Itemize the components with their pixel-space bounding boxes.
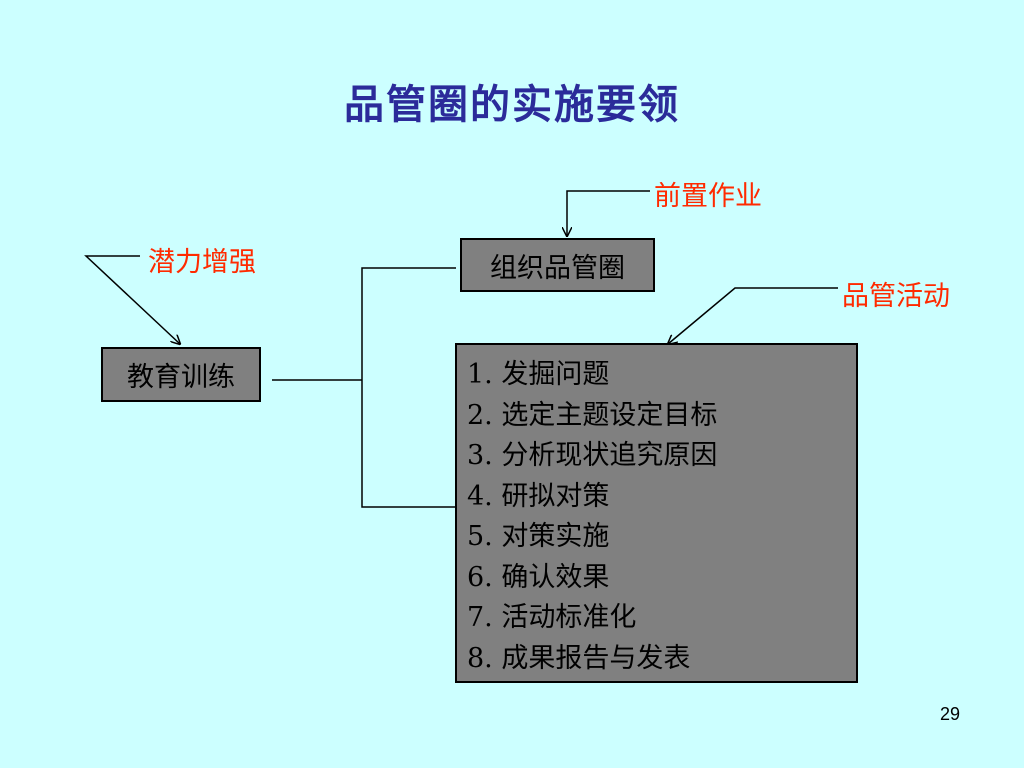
pre-work-label: 前置作业	[654, 181, 762, 212]
step-item: 1. 发掘问题	[467, 359, 610, 390]
training-box: 教育训练	[101, 347, 261, 402]
strengthen-label: 潜力增强	[148, 247, 256, 278]
step-item: 7. 活动标准化	[467, 602, 637, 633]
step-item: 4. 研拟对策	[467, 480, 610, 512]
bracket-line	[361, 267, 456, 508]
qcc-activity-arrow	[668, 287, 838, 344]
pre-work-arrow	[567, 190, 650, 236]
organize-circle-box: 组织品管圈	[460, 238, 655, 292]
step-item: 8. 成果报告与发表	[467, 642, 691, 674]
slide-title: 品管圈的实施要领	[344, 82, 680, 128]
training-text: 教育训练	[127, 362, 235, 393]
step-item: 2. 选定主题设定目标	[467, 399, 718, 431]
qcc-activity-label: 品管活动	[842, 281, 950, 312]
steps-list: 1. 发掘问题 2. 选定主题设定目标 3. 分析现状追究原因 4. 研拟对策 …	[467, 355, 856, 679]
step-item: 6. 确认效果	[467, 561, 610, 593]
steps-box: 1. 发掘问题 2. 选定主题设定目标 3. 分析现状追究原因 4. 研拟对策 …	[455, 343, 858, 683]
step-item: 5. 对策实施	[467, 521, 610, 552]
strengthen-arrow	[84, 255, 180, 344]
organize-circle-text: 组织品管圈	[490, 252, 625, 284]
step-item: 3. 分析现状追究原因	[467, 440, 718, 471]
page-number: 29	[939, 704, 960, 724]
